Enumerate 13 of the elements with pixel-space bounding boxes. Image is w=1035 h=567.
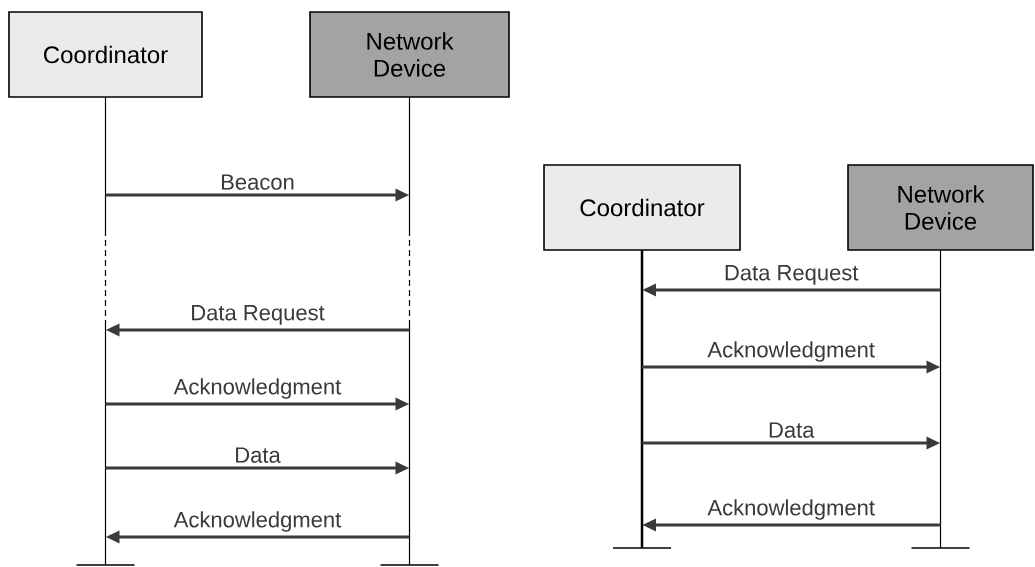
edge-label: Data Request bbox=[189, 304, 326, 326]
participant-box: Coordinator bbox=[8, 11, 203, 98]
edge-label: Data bbox=[233, 446, 282, 464]
edge-label: Acknowledgment bbox=[706, 340, 876, 363]
edge-label: Beacon bbox=[219, 173, 296, 191]
edge-label: Acknowledgment bbox=[706, 498, 876, 521]
participant-box: Network Device bbox=[847, 164, 1034, 251]
edge-label: Data Request bbox=[722, 264, 860, 286]
participant-box: Network Device bbox=[309, 11, 510, 98]
participant-box: Coordinator bbox=[543, 164, 741, 251]
edge-label: Acknowledgment bbox=[172, 377, 343, 400]
edge-label: Data bbox=[767, 421, 816, 439]
edge-label: Acknowledgment bbox=[172, 510, 343, 533]
